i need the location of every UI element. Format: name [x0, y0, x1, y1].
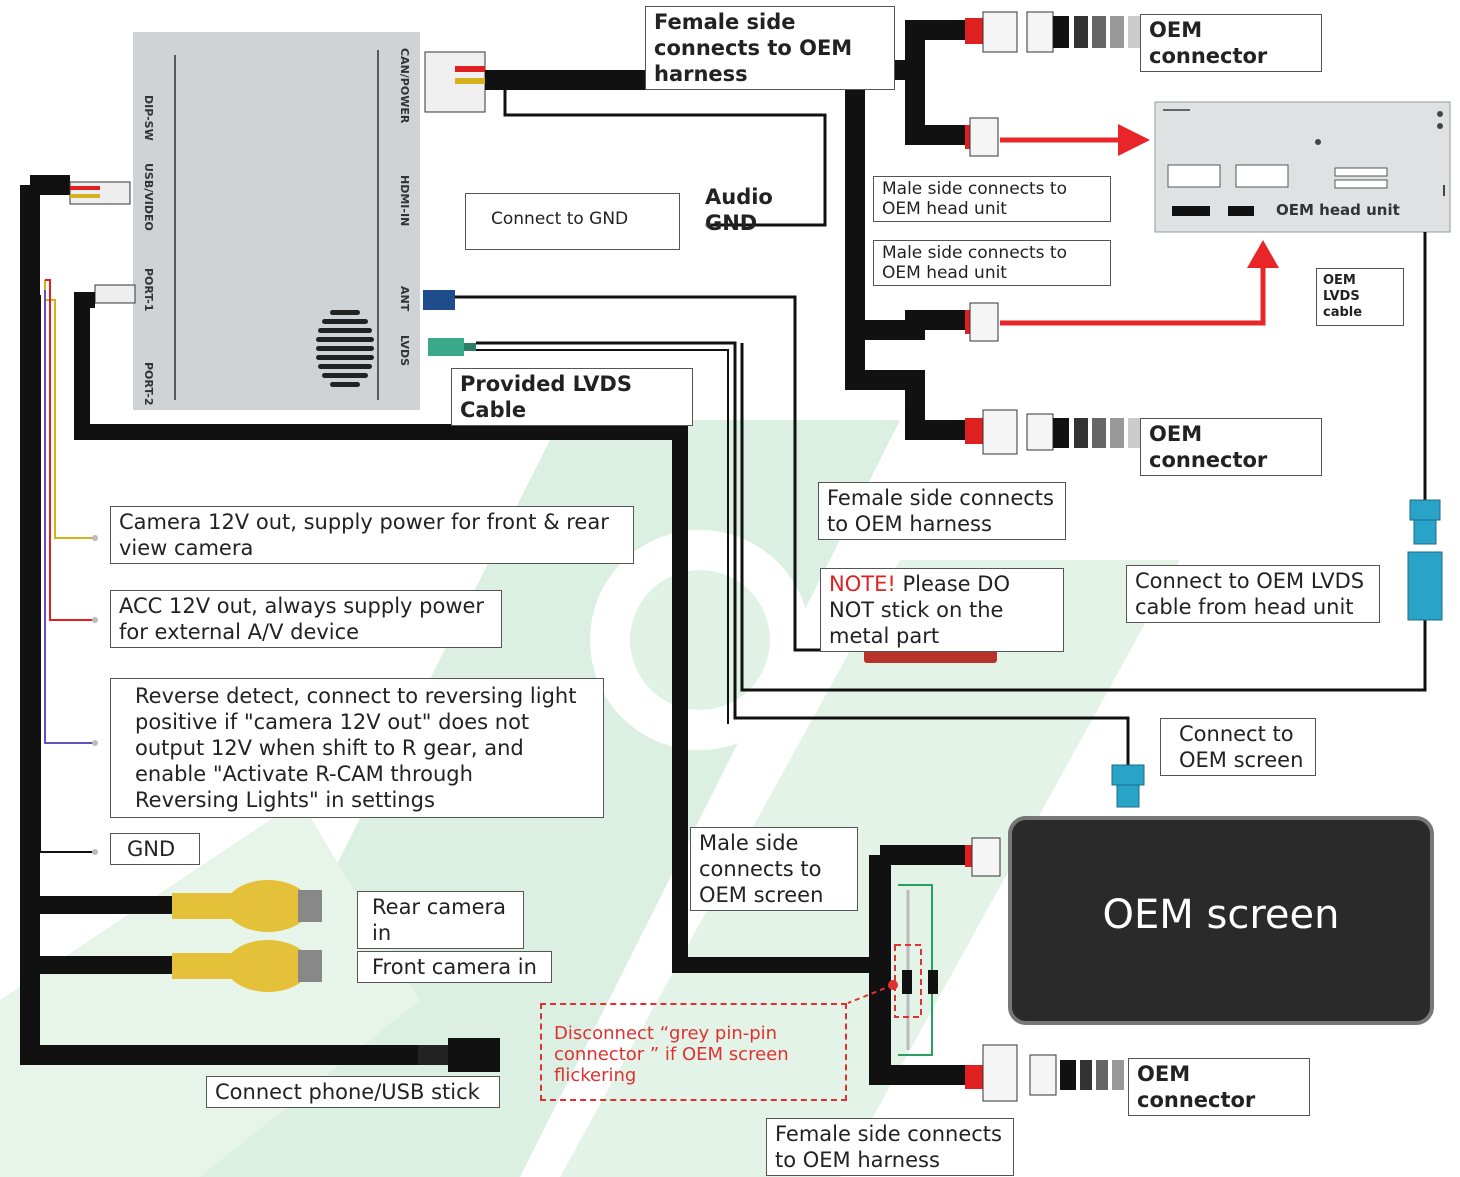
- provided-lvds-callout: Provided LVDS Cable: [451, 368, 693, 426]
- rear-camera-callout: Rear camera in: [357, 891, 524, 949]
- oem-screen-label: OEM screen: [1102, 892, 1340, 938]
- audio-gnd-label: Audio GND: [705, 185, 773, 235]
- note-callout: NOTE! Please DO NOT stick on the metal p…: [820, 568, 1064, 652]
- port-label-port-1: PORT-1: [142, 268, 155, 312]
- connect-oem-screen-callout: Connect to OEM screen: [1160, 718, 1316, 776]
- connect-phone-callout: Connect phone/USB stick: [206, 1076, 500, 1108]
- male-head-unit-1-callout: Male side connects to OEM head unit: [873, 176, 1111, 222]
- rca-connectors: [172, 880, 322, 992]
- connect-to-gnd-callout: Connect to GND: [465, 193, 680, 250]
- oem-head-unit-label: OEM head unit: [1276, 201, 1400, 219]
- speaker-grille-icon: [316, 310, 374, 387]
- note-text: Please DO NOT stick on the metal part: [829, 572, 1010, 648]
- gnd-callout: GND: [110, 833, 200, 865]
- port-label-ant: ANT: [398, 286, 411, 312]
- male-head-unit-2-callout: Male side connects to OEM head unit: [873, 240, 1111, 286]
- female-oem-harness-mid-callout: Female side connects to OEM harness: [818, 482, 1066, 540]
- port-label-can-power: CAN/POWER: [398, 48, 411, 124]
- acc-12v-callout: ACC 12V out, always supply power for ext…: [110, 590, 502, 648]
- decoder-box: [133, 32, 420, 410]
- note-prefix: NOTE!: [829, 572, 896, 596]
- port-label-dip-sw: DIP-SW: [142, 95, 155, 141]
- oem-connector-1-callout: OEM connector: [1140, 14, 1322, 72]
- camera-12v-callout: Camera 12V out, supply power for front &…: [110, 506, 634, 564]
- female-oem-harness-top-callout: Female side connects to OEM harness: [645, 6, 895, 90]
- port-label-port-2: PORT-2: [142, 362, 155, 406]
- connect-oem-lvds-callout: Connect to OEM LVDS cable from head unit: [1126, 565, 1380, 623]
- front-camera-callout: Front camera in: [357, 951, 552, 983]
- reverse-detect-callout: Reverse detect, connect to reversing lig…: [110, 678, 604, 818]
- port-label-hdmi-in: HDMI-IN: [398, 175, 411, 227]
- oem-screen-device: [1008, 816, 1434, 1025]
- oem-connector-3-callout: OEM connector: [1128, 1058, 1310, 1116]
- male-oem-screen-callout: Male side connects to OEM screen: [690, 827, 858, 911]
- oem-lvds-cable-callout: OEM LVDS cable: [1316, 268, 1404, 326]
- oem-connector-2-callout: OEM connector: [1140, 418, 1322, 476]
- harness-connectors: [965, 11, 1142, 455]
- port-label-usb-video: USB/VIDEO: [142, 163, 155, 231]
- port-label-lvds: LVDS: [398, 335, 411, 367]
- disconnect-grey-note: Disconnect “grey pin-pin connector ” if …: [540, 1003, 847, 1101]
- female-oem-harness-bottom-callout: Female side connects to OEM harness: [766, 1118, 1014, 1176]
